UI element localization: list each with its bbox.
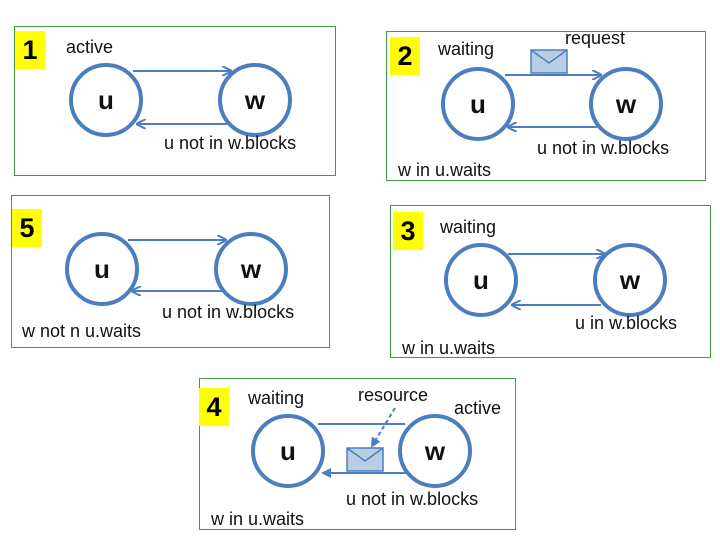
panel-5-waits-label: w not n u.waits [22, 321, 142, 341]
panel-4-envelope-icon [346, 447, 384, 472]
panel-2-node-u-label: u [470, 88, 486, 119]
panel-4-message-label: resource [358, 385, 429, 405]
panel-4-node-w-label: w [424, 435, 446, 466]
panel-2-message-label: request [565, 28, 626, 48]
panel-4-blocks-label: u not in w.blocks [346, 489, 479, 509]
panel-1-number: 1 [15, 31, 45, 69]
panel-3-u-state-label: waiting [440, 217, 497, 237]
panel-1-node-u-label: u [98, 84, 114, 115]
panel-2-node-w-label: w [615, 88, 637, 119]
panel-1-u-state-label: active [66, 37, 114, 57]
panel-5-blocks-label: u not in w.blocks [162, 302, 295, 322]
panel-4-w-state-label: active [454, 398, 502, 418]
panel-3-waits-label: w in u.waits [402, 338, 496, 358]
panel-4-u-state-label: waiting [248, 388, 305, 408]
panel-4-number: 4 [199, 388, 229, 426]
panel-2-number: 2 [390, 37, 420, 75]
panel-3-blocks-label: u in w.blocks [575, 313, 678, 333]
panel-2-waits-label: w in u.waits [398, 160, 492, 180]
panel-4-node-w: w [398, 414, 472, 488]
panel-2-node-w: w [589, 67, 663, 141]
panel-4-waits-label: w in u.waits [211, 509, 305, 529]
panel-5-number: 5 [12, 209, 42, 247]
panel-5-node-u: u [65, 232, 139, 306]
panel-2-u-state-label: waiting [438, 39, 495, 59]
panel-1-node-u: u [69, 63, 143, 137]
panel-3-node-w: w [593, 243, 667, 317]
panel-1-node-w: w [218, 63, 292, 137]
panel-3-node-u: u [444, 243, 518, 317]
panel-1-blocks-label: u not in w.blocks [164, 133, 297, 153]
panel-2-blocks-label: u not in w.blocks [537, 138, 670, 158]
panel-4-resource-pointer [370, 407, 396, 448]
panel-5-node-u-label: u [94, 253, 110, 284]
panel-1-node-w-label: w [244, 84, 266, 115]
panel-5-node-w-label: w [240, 253, 262, 284]
panel-4-node-u-label: u [280, 435, 296, 466]
panel-2-node-u: u [441, 67, 515, 141]
panel-3-number: 3 [393, 212, 423, 250]
panel-5-node-w: w [214, 232, 288, 306]
panel-4-node-u: u [251, 414, 325, 488]
panel-3-node-w-label: w [619, 264, 641, 295]
panel-2-envelope-icon [530, 49, 568, 74]
panel-3-node-u-label: u [473, 264, 489, 295]
